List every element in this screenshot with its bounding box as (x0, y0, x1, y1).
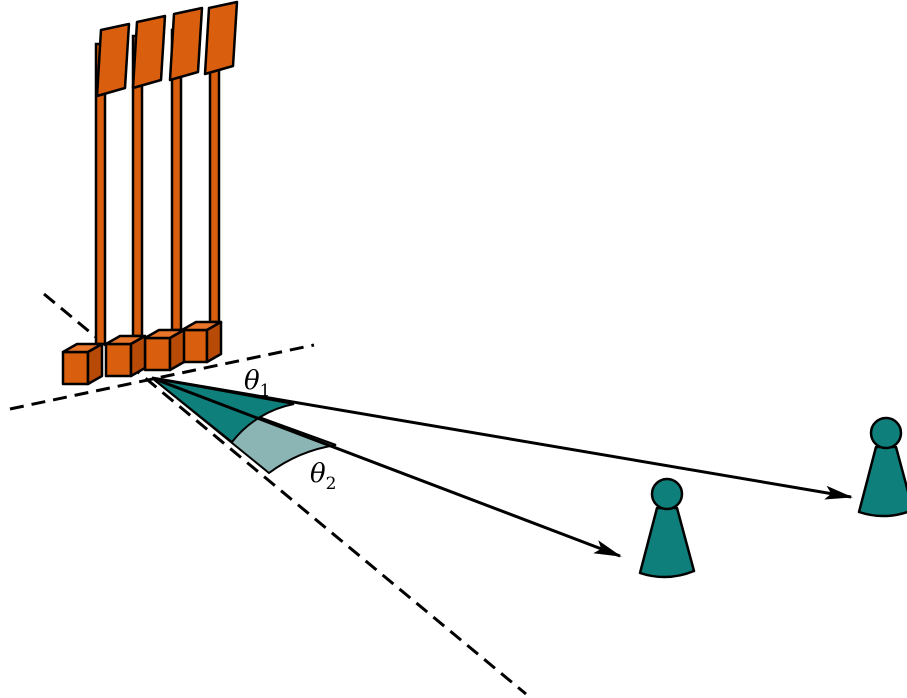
dashed-boresight-line (43, 292, 527, 696)
theta1-subscript: 1 (260, 381, 271, 401)
antenna-element (61, 22, 131, 386)
person-icon (638, 477, 696, 579)
theta2-label: θ2 (310, 459, 336, 494)
beam-arrow-2 (151, 376, 622, 558)
person-icon (857, 416, 907, 518)
theta2-symbol: θ (310, 459, 326, 489)
antenna-element (104, 14, 167, 378)
dashed-horizontal-line (9, 343, 315, 411)
theta1-symbol: θ (244, 366, 260, 396)
antenna-element (143, 6, 204, 372)
theta2-subscript: 2 (326, 474, 337, 494)
beam-arrow-1 (151, 376, 853, 500)
antenna-array-icon (61, 0, 239, 386)
theta1-label: θ1 (244, 366, 270, 401)
